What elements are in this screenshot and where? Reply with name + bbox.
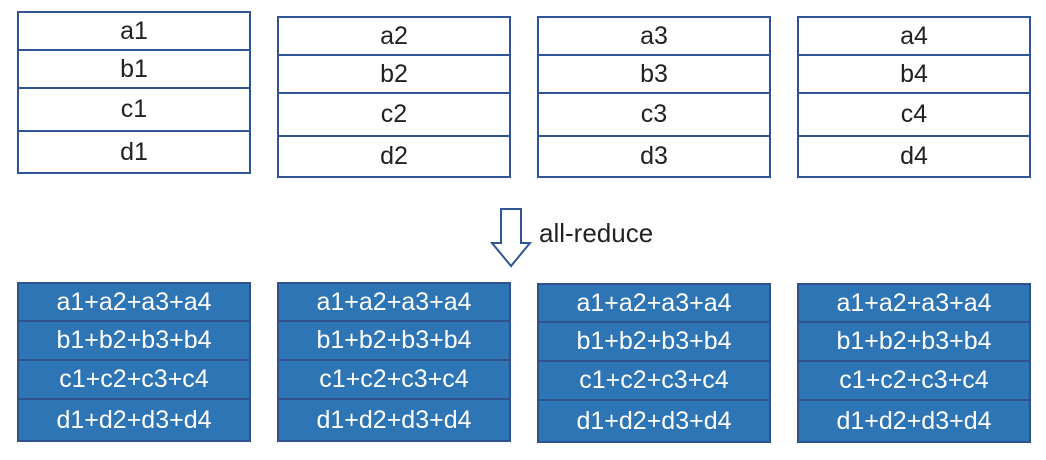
down-arrow-icon bbox=[489, 207, 533, 269]
result-cell: d1+d2+d3+d4 bbox=[277, 398, 511, 442]
result-cell: c1+c2+c3+c4 bbox=[537, 360, 771, 401]
result-cell: b1+b2+b3+b4 bbox=[17, 320, 251, 361]
input-cell: b4 bbox=[797, 54, 1031, 94]
input-block-2: a2 b2 c2 d2 bbox=[277, 16, 511, 178]
input-cell: c2 bbox=[277, 92, 511, 137]
input-cell: b2 bbox=[277, 54, 511, 94]
input-cell: b3 bbox=[537, 54, 771, 94]
result-cell: c1+c2+c3+c4 bbox=[277, 359, 511, 400]
input-block-1: a1 b1 c1 d1 bbox=[17, 11, 251, 174]
input-cell: d4 bbox=[797, 135, 1031, 178]
result-cell: c1+c2+c3+c4 bbox=[17, 359, 251, 400]
input-block-3: a3 b3 c3 d3 bbox=[537, 16, 771, 178]
input-block-4: a4 b4 c4 d4 bbox=[797, 16, 1031, 178]
result-cell: a1+a2+a3+a4 bbox=[17, 282, 251, 322]
input-cell: d1 bbox=[17, 130, 251, 174]
input-cell: a1 bbox=[17, 11, 251, 51]
input-cell: b1 bbox=[17, 49, 251, 89]
result-block-1: a1+a2+a3+a4 b1+b2+b3+b4 c1+c2+c3+c4 d1+d… bbox=[17, 282, 251, 442]
input-cell: a3 bbox=[537, 16, 771, 56]
input-cell: c3 bbox=[537, 92, 771, 137]
result-block-4: a1+a2+a3+a4 b1+b2+b3+b4 c1+c2+c3+c4 d1+d… bbox=[797, 283, 1031, 443]
result-block-3: a1+a2+a3+a4 b1+b2+b3+b4 c1+c2+c3+c4 d1+d… bbox=[537, 283, 771, 443]
input-cell: a2 bbox=[277, 16, 511, 56]
input-cell: a4 bbox=[797, 16, 1031, 56]
result-cell: a1+a2+a3+a4 bbox=[277, 282, 511, 322]
result-cell: d1+d2+d3+d4 bbox=[17, 398, 251, 442]
result-cell: c1+c2+c3+c4 bbox=[797, 360, 1031, 401]
input-cell: c4 bbox=[797, 92, 1031, 137]
input-cell: d3 bbox=[537, 135, 771, 178]
result-cell: b1+b2+b3+b4 bbox=[537, 321, 771, 362]
result-cell: d1+d2+d3+d4 bbox=[537, 399, 771, 443]
result-cell: a1+a2+a3+a4 bbox=[797, 283, 1031, 323]
result-cell: d1+d2+d3+d4 bbox=[797, 399, 1031, 443]
result-block-2: a1+a2+a3+a4 b1+b2+b3+b4 c1+c2+c3+c4 d1+d… bbox=[277, 282, 511, 442]
result-cell: b1+b2+b3+b4 bbox=[277, 320, 511, 361]
result-cell: b1+b2+b3+b4 bbox=[797, 321, 1031, 362]
input-cell: c1 bbox=[17, 87, 251, 132]
input-cell: d2 bbox=[277, 135, 511, 178]
result-cell: a1+a2+a3+a4 bbox=[537, 283, 771, 323]
operation-label: all-reduce bbox=[539, 218, 654, 248]
